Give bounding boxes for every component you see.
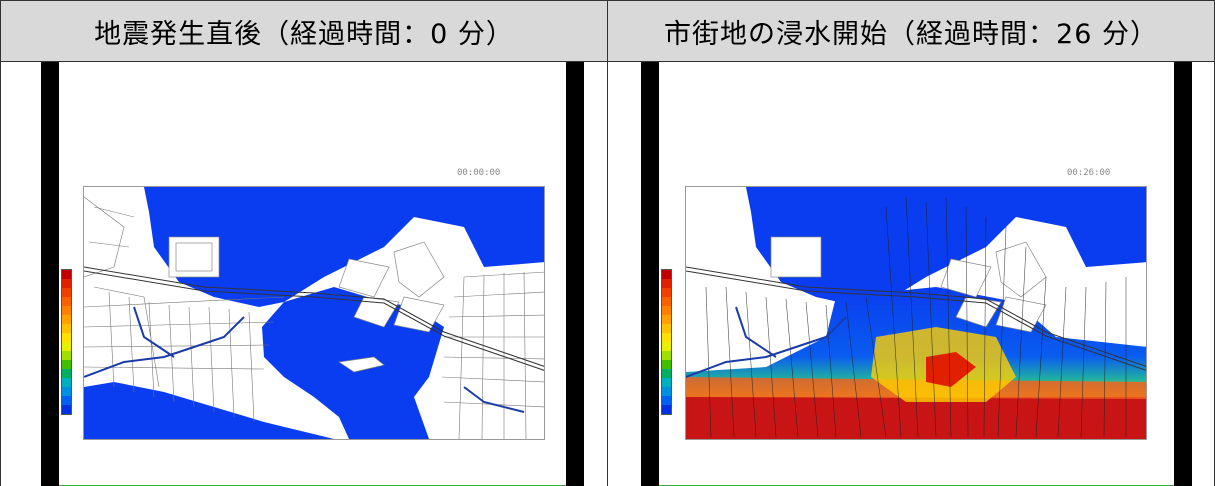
video-letterbox-left [641,62,659,486]
panel-cell-right: 00:26:00 [607,62,1215,486]
timestamp: 00:00:00 [457,168,501,178]
panel-title-right: 市街地の浸水開始（経過時間：26 分） [664,18,1158,50]
simulation-frame: 00:26:00 [659,62,1174,486]
timestamp: 00:26:00 [1067,168,1111,178]
depth-legend [661,269,672,415]
inundation-map [83,186,545,440]
depth-legend [61,269,72,415]
simulation-frame: 00:00:00 [59,62,566,486]
panel-header-left: 地震発生直後（経過時間：0 分） [0,0,608,62]
panel-cell-left: 00:00:00 [0,62,608,486]
video-letterbox-left [41,62,59,486]
panel-header-right: 市街地の浸水開始（経過時間：26 分） [607,0,1215,62]
inundation-map [685,186,1147,440]
video-letterbox-right [1174,62,1192,486]
panel-title-left: 地震発生直後（経過時間：0 分） [94,18,514,50]
video-letterbox-right [566,62,584,486]
